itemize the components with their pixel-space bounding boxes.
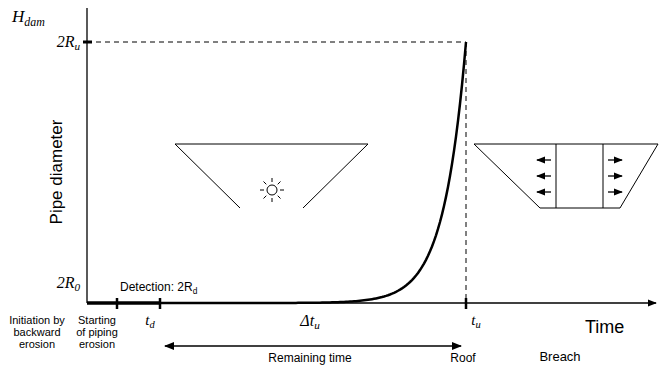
dam-crest [175,144,368,145]
erosion-arrow [608,175,622,176]
breach-wall [603,144,604,208]
dam-slope [474,144,540,208]
tick-label: tu [471,312,480,329]
phase-label: Starting of piping erosion [74,314,120,350]
growth-curve [160,42,466,303]
tick-label: td [145,312,154,329]
label-main: 2R [57,33,75,50]
pipe-ray [260,190,264,191]
label-subscript: dam [24,15,44,29]
label-subscript: u [74,40,80,52]
label-main: Detection: 2R [120,280,193,294]
label-main: Δt [300,312,314,329]
dam-slope [303,144,368,208]
dam-slope [620,144,658,208]
pipe-ray [278,182,281,185]
phase-label: Initiation by backward erosion [4,314,70,350]
dam-slope [175,144,240,208]
axis-title: Hdam [12,8,45,27]
dashed-guide [87,42,466,43]
interval-label: Δtu [300,312,319,330]
pipe-ray [272,198,273,202]
label-main: t [145,312,149,328]
label-main: 2R [57,274,75,291]
pipe-ray [264,196,267,199]
axis-tick [465,298,468,309]
pipe-circle [267,185,277,195]
label-subscript: u [314,319,320,331]
interval-label: Remaining time [268,352,351,365]
label-main: t [471,312,475,328]
dam-crest [474,144,658,145]
pipe-ray [280,190,284,191]
label-main: H [12,7,24,26]
tick-label: 2R0 [57,274,80,292]
y-axis [86,8,87,303]
tick-label: 2Ru [57,33,80,51]
erosion-arrow [537,159,551,160]
remaining-time-arrow [165,345,461,347]
label-subscript: u [475,319,480,330]
annotation: Detection: 2Rd [120,281,197,294]
erosion-arrow [537,175,551,176]
initial-segment [87,301,160,305]
erosion-arrow [608,191,622,192]
breach-floor [540,208,620,209]
erosion-arrow [608,159,622,160]
erosion-arrow [537,191,551,192]
phase-label: Breach [539,350,580,364]
pipe-ray [264,182,267,185]
breach-wall [556,144,557,208]
dashed-guide [466,42,467,303]
axis-tick [116,298,119,309]
pipe-ray [278,196,281,199]
pipe-ray [272,178,273,182]
label-subscript: d [193,286,198,296]
phase-label: Roof [450,352,475,365]
label-subscript: 0 [74,281,80,293]
label-subscript: d [149,319,154,330]
erosion-arrows [537,160,622,192]
axis-title: Time [585,318,624,338]
axis-title: Pipe diameter [48,120,67,225]
pipe-symbol [260,178,284,202]
